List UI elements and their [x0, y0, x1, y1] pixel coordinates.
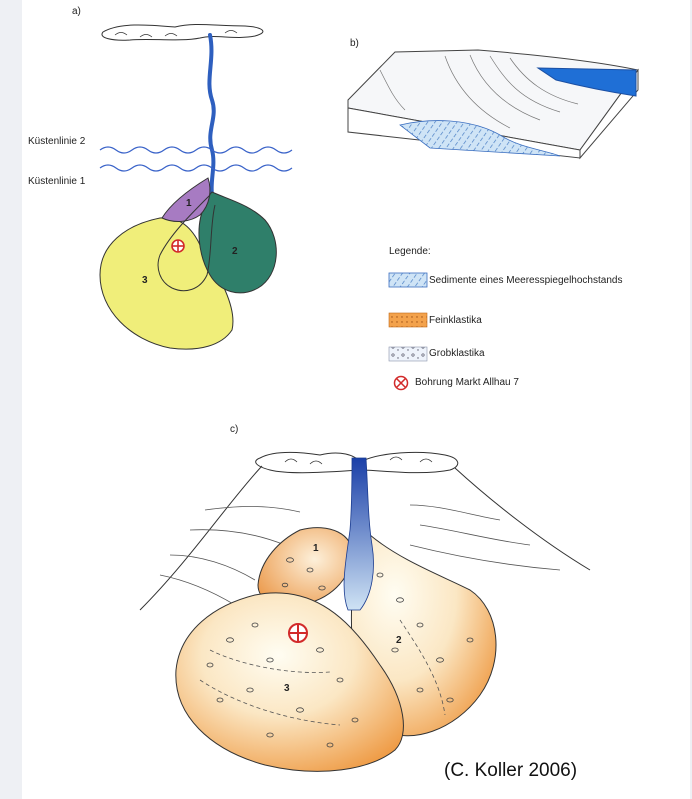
- panel-b-label: b): [350, 38, 359, 49]
- borehole-a: [172, 240, 184, 252]
- coastline-1-label: Küstenlinie 1: [28, 176, 85, 187]
- legend-swatch-coarse: [389, 347, 427, 361]
- panel-a-river: [209, 35, 213, 195]
- panel-a-mountain: [102, 24, 263, 40]
- panel-b-block: [348, 50, 638, 158]
- legend-swatch-sea: [389, 273, 427, 287]
- coastline-2: [100, 147, 292, 153]
- lobe-2-number: 2: [232, 246, 238, 257]
- coastline-1: [100, 165, 292, 171]
- lobe-1-c-number: 1: [313, 543, 319, 554]
- panel-c-label: c): [230, 424, 238, 435]
- lobe-3-number: 3: [142, 275, 148, 286]
- borehole-legend-icon: [395, 377, 408, 390]
- channel-c: [344, 458, 373, 610]
- legend-swatch-fine: [389, 313, 427, 327]
- author-credit: (C. Koller 2006): [444, 760, 577, 782]
- borehole-c: [289, 624, 307, 642]
- legend-label-sea: Sedimente eines Meeresspiegelhochstands: [429, 275, 622, 286]
- legend-title: Legende:: [389, 246, 431, 257]
- legend-label-fine: Feinklastika: [429, 315, 482, 326]
- coastline-2-label: Küstenlinie 2: [28, 136, 85, 147]
- legend-label-coarse: Grobklastika: [429, 348, 485, 359]
- lobe-2-c-number: 2: [396, 635, 402, 646]
- panel-a-label: a): [72, 6, 81, 17]
- lobe-3-c-number: 3: [284, 683, 290, 694]
- legend-label-borehole: Bohrung Markt Allhau 7: [415, 377, 519, 388]
- lobe-1-number: 1: [186, 198, 192, 209]
